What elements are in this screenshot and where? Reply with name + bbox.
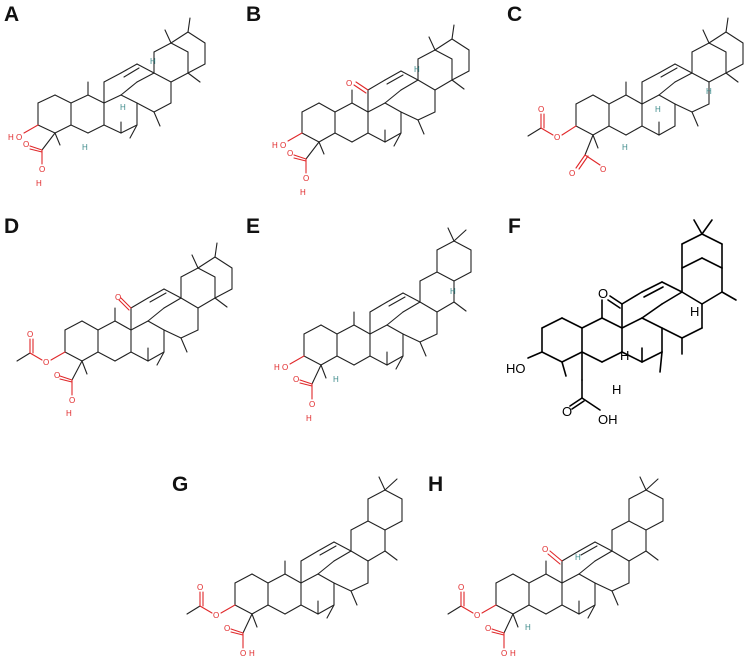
hydrogen-label: H — [300, 188, 306, 197]
oxygen-label: O — [346, 79, 352, 88]
oxygen-label: O — [598, 286, 608, 301]
hydrogen-label: H — [150, 57, 156, 66]
hydrogen-label: H — [66, 409, 72, 418]
oxygen-label: O — [485, 624, 491, 633]
oxygen-label: O — [474, 611, 480, 620]
oxygen-label: O — [562, 404, 572, 419]
oxygen-label: O — [293, 375, 299, 384]
oxygen-label: O — [542, 545, 548, 554]
panel-label-c: C — [507, 3, 523, 26]
oxygen-label: O — [224, 624, 230, 633]
hydrogen-label: H — [612, 382, 621, 397]
panel-label-b: B — [246, 3, 262, 26]
hydrogen-label: H — [575, 553, 581, 562]
hydrogen-label: H — [525, 623, 531, 632]
hydrogen-label: H — [622, 143, 628, 152]
hydrogen-label: H — [655, 105, 661, 114]
hydrogen-label: H — [8, 133, 14, 142]
oxygen-label: O — [16, 133, 22, 142]
hydroxyl-label: HO — [506, 361, 526, 376]
oxygen-label: O — [240, 649, 246, 658]
oxygen-label: O — [115, 293, 121, 302]
oxygen-label: O — [554, 133, 560, 142]
hydroxyl-label: OH — [598, 412, 618, 427]
oxygen-label: O — [538, 105, 544, 114]
oxygen-label: O — [309, 400, 315, 409]
oxygen-label: O — [303, 174, 309, 183]
oxygen-label: O — [54, 371, 60, 380]
hydrogen-label: H — [249, 649, 255, 658]
oxygen-label: O — [43, 358, 49, 367]
hydrogen-label: H — [333, 375, 339, 384]
panel-label-e: E — [246, 215, 261, 238]
hydrogen-label: H — [690, 304, 699, 319]
oxygen-label: O — [458, 583, 464, 592]
panel-label-h: H — [428, 473, 444, 496]
hydrogen-label: H — [82, 143, 88, 152]
hydrogen-label: H — [272, 141, 278, 150]
panel-label-g: G — [172, 473, 189, 496]
hydrogen-label: H — [274, 363, 280, 372]
oxygen-label: O — [23, 140, 29, 149]
oxygen-label: O — [501, 649, 507, 658]
hydrogen-label: H — [120, 103, 126, 112]
hydrogen-label: H — [706, 87, 712, 96]
hydrogen-label: H — [306, 414, 312, 423]
oxygen-label: O — [213, 611, 219, 620]
panel-label-f: F — [508, 215, 521, 238]
oxygen-label: O — [600, 165, 606, 174]
panel-label-d: D — [4, 215, 20, 238]
oxygen-label: O — [287, 149, 293, 158]
hydrogen-label: H — [450, 287, 456, 296]
oxygen-label: O — [27, 330, 33, 339]
oxygen-label: O — [39, 165, 45, 174]
oxygen-label: O — [569, 169, 575, 178]
oxygen-label: O — [282, 363, 288, 372]
hydrogen-label: H — [36, 179, 42, 188]
hydrogen-label: H — [414, 65, 420, 74]
oxygen-label: O — [280, 141, 286, 150]
oxygen-label: O — [69, 396, 75, 405]
hydrogen-label: H — [510, 649, 516, 658]
hydrogen-label: H — [620, 348, 629, 363]
oxygen-label: O — [197, 583, 203, 592]
panel-label-a: A — [4, 3, 20, 26]
